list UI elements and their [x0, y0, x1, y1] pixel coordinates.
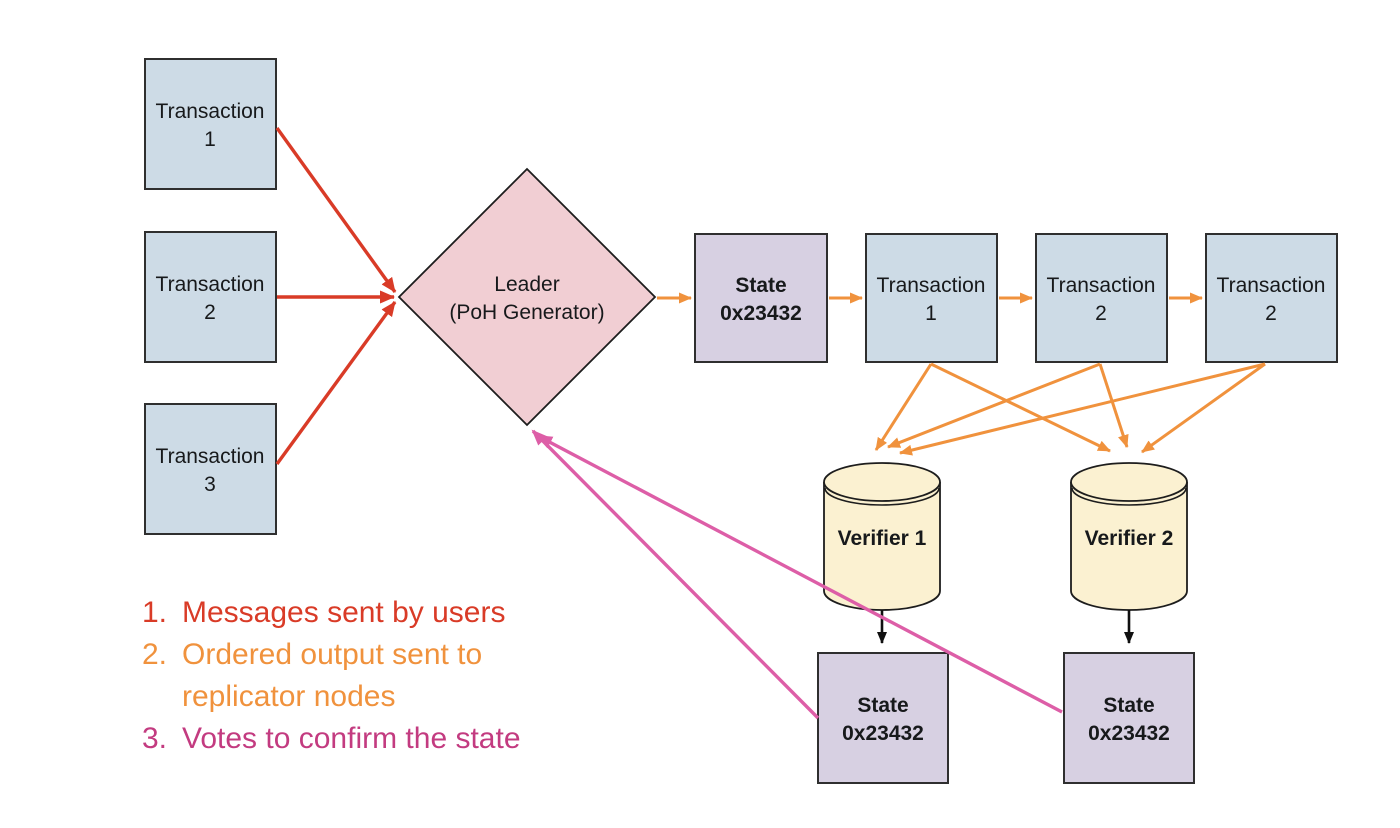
state-verifier-2-box	[1063, 652, 1195, 784]
transaction-2-label-line1: Transaction	[156, 273, 265, 296]
transaction-1-label-line2: 1	[204, 128, 216, 151]
chain-transaction-1-label-line2: 1	[925, 302, 937, 325]
verifier-2-node: Verifier 2	[1070, 462, 1188, 611]
verifier-1-cylinder-lid-line	[824, 487, 940, 506]
arrow-tx1-to-leader	[275, 127, 397, 293]
arrow-chain-tx3-to-verifier1	[899, 362, 1266, 456]
legend-item-messages: 1. Messages sent by users	[142, 592, 602, 634]
state-verifier-2-node: State 0x23432	[1063, 652, 1195, 784]
leader-diamond	[397, 167, 657, 427]
state-verifier-1-label-line1: State	[857, 694, 908, 717]
verifier-2-cylinder-top	[1070, 462, 1188, 502]
verifier-2-cylinder-lid-line	[1071, 487, 1187, 506]
arrow-chain-tx1-to-verifier1	[874, 363, 933, 451]
verifier-2-label: Verifier 2	[1085, 527, 1174, 550]
chain-transaction-2-label-line1: Transaction	[1047, 274, 1156, 297]
chain-transaction-2-label-line2: 2	[1095, 302, 1107, 325]
arrow-state-v2-vote-to-leader	[536, 434, 1063, 714]
chain-transaction-1-node: Transaction 1	[865, 233, 998, 363]
state-verifier-1-label-line2: 0x23432	[842, 722, 924, 745]
chain-transaction-3-label-line1: Transaction	[1217, 274, 1326, 297]
verifier-1-label: Verifier 1	[838, 527, 927, 550]
legend-item-2-text: Ordered output sent to replicator nodes	[182, 638, 483, 713]
transaction-1-node: Transaction 1	[144, 58, 277, 190]
transaction-2-node: Transaction 2	[144, 231, 277, 363]
leader-label-line2: (PoH Generator)	[449, 301, 604, 324]
legend-item-3-text: Votes to confirm the state	[182, 722, 521, 755]
leader-node: Leader (PoH Generator)	[397, 167, 657, 427]
state-verifier-1-node: State 0x23432	[817, 652, 949, 784]
chain-transaction-2-node: Transaction 2	[1035, 233, 1168, 363]
state-top-box	[694, 233, 828, 363]
state-top-label-line1: State	[735, 274, 786, 297]
legend-item-votes: 3. Votes to confirm the state	[142, 718, 602, 760]
chain-transaction-3-box	[1205, 233, 1338, 363]
legend-item-3-number: 3.	[142, 722, 168, 755]
transaction-1-box	[144, 58, 277, 190]
transaction-3-label-line1: Transaction	[156, 445, 265, 468]
state-verifier-2-label-line1: State	[1103, 694, 1154, 717]
chain-transaction-3-label-line2: 2	[1265, 302, 1277, 325]
transaction-1-label-line1: Transaction	[156, 100, 265, 123]
transaction-2-label-line2: 2	[204, 301, 216, 324]
arrow-chain-tx1-to-verifier2	[930, 362, 1111, 453]
legend-item-2-number: 2.	[142, 638, 168, 671]
arrow-tx3-to-leader	[275, 300, 397, 466]
legend-item-ordered-output: 2. Ordered output sent to replicator nod…	[142, 634, 602, 718]
state-verifier-2-label-line2: 0x23432	[1088, 722, 1170, 745]
legend: 1. Messages sent by users 2. Ordered out…	[142, 592, 602, 760]
chain-transaction-2-box	[1035, 233, 1168, 363]
transaction-3-label-line2: 3	[204, 473, 216, 496]
arrow-state-v1-vote-to-leader	[531, 429, 820, 720]
chain-transaction-1-box	[865, 233, 998, 363]
verifier-1-node: Verifier 1	[823, 462, 941, 611]
arrow-chain-tx3-to-verifier2	[1141, 362, 1266, 454]
verifier-2-cylinder-body	[1070, 482, 1188, 611]
verifier-1-cylinder-top	[823, 462, 941, 502]
legend-item-1-number: 1.	[142, 596, 168, 629]
legend-item-1-text: Messages sent by users	[182, 596, 506, 629]
chain-transaction-1-label-line1: Transaction	[877, 274, 986, 297]
transaction-3-box	[144, 403, 277, 535]
chain-transaction-3-node: Transaction 2	[1205, 233, 1338, 363]
state-top-label-line2: 0x23432	[720, 302, 802, 325]
state-top-node: State 0x23432	[694, 233, 828, 363]
arrow-chain-tx2-to-verifier1	[887, 362, 1101, 449]
transaction-2-box	[144, 231, 277, 363]
arrow-chain-tx2-to-verifier2	[1098, 363, 1129, 448]
verifier-1-cylinder-body	[823, 482, 941, 611]
state-verifier-1-box	[817, 652, 949, 784]
transaction-3-node: Transaction 3	[144, 403, 277, 535]
leader-label-line1: Leader	[494, 273, 559, 296]
